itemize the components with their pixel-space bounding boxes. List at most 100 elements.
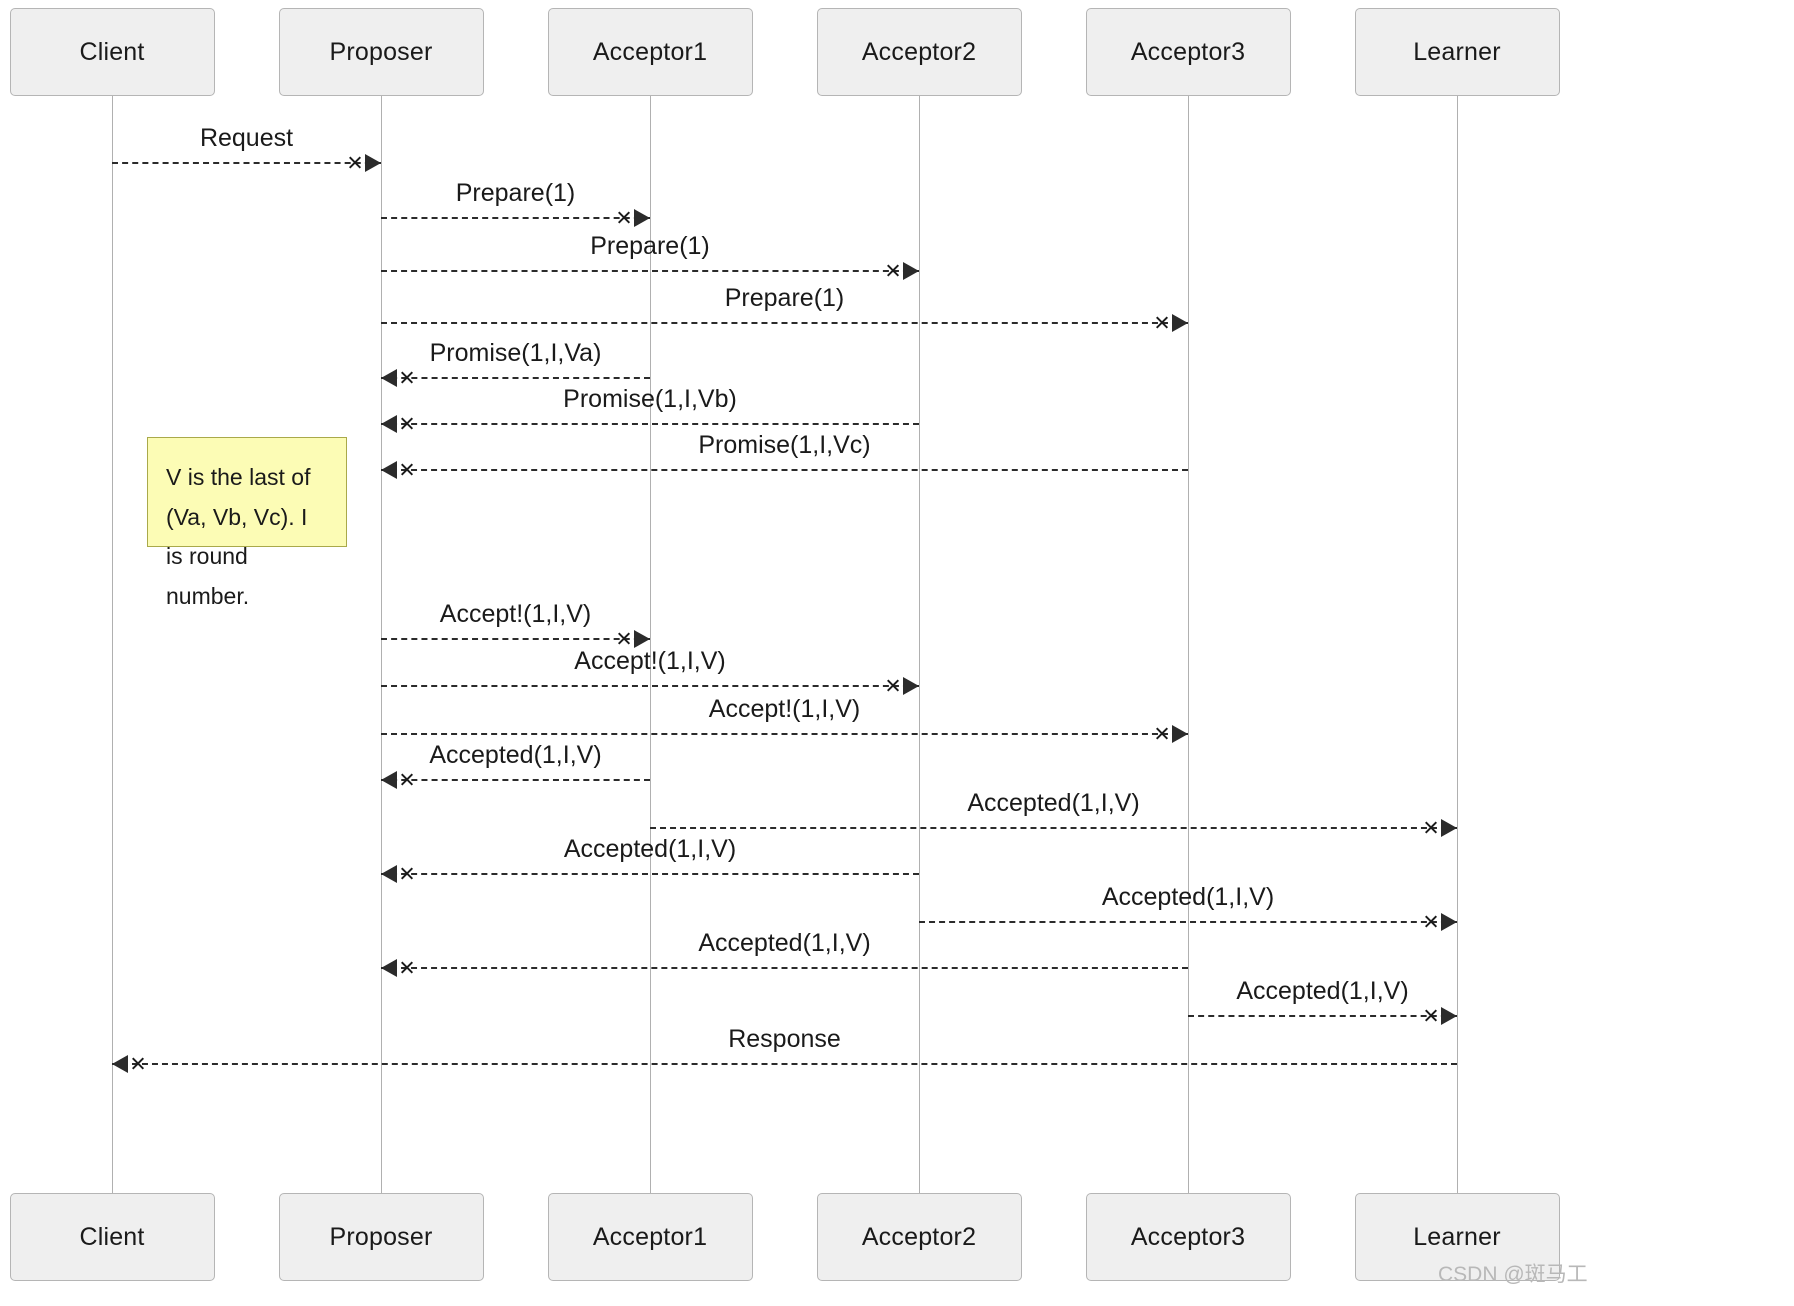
message-label: Promise(1,I,Vc) — [698, 431, 871, 459]
message-line — [112, 1063, 1457, 1065]
message-label: Accept!(1,I,V) — [708, 695, 861, 723]
actor-label: Client — [79, 1222, 145, 1251]
message-line — [381, 733, 1188, 735]
message-line — [381, 779, 650, 781]
message-line — [1188, 1015, 1457, 1017]
actor-label: Proposer — [329, 37, 433, 66]
arrow-head-icon — [381, 369, 397, 387]
message-x-marker-icon: × — [885, 670, 901, 701]
note-text: V is the last of (Va, Vb, Vc). I is roun… — [166, 464, 311, 609]
message-x-marker-icon: × — [1423, 906, 1439, 937]
message-x-marker-icon: × — [399, 764, 415, 795]
message-line — [381, 377, 650, 379]
message-line — [381, 685, 919, 687]
message-line — [919, 921, 1457, 923]
watermark-label: CSDN @斑马工 — [1438, 1263, 1588, 1286]
lifeline-acceptor2 — [919, 96, 920, 1193]
actor-label: Acceptor1 — [592, 37, 708, 66]
message-x-marker-icon: × — [885, 255, 901, 286]
message-label: Promise(1,I,Vb) — [563, 385, 737, 413]
message-line — [650, 827, 1457, 829]
arrow-head-icon — [903, 677, 919, 695]
actor-acceptor3-header[interactable]: Acceptor3 — [1085, 8, 1291, 96]
message-label: Accepted(1,I,V) — [563, 835, 737, 863]
actor-label: Acceptor2 — [861, 1222, 977, 1251]
actor-learner-footer[interactable]: Learner — [1354, 1193, 1560, 1281]
message-label: Prepare(1) — [590, 232, 710, 260]
message-label: Accepted(1,I,V) — [1236, 977, 1409, 1005]
message-label: Prepare(1) — [724, 284, 845, 312]
message-x-marker-icon: × — [1423, 812, 1439, 843]
message-x-marker-icon: × — [1154, 718, 1170, 749]
message-x-marker-icon: × — [616, 623, 632, 654]
arrow-head-icon — [112, 1055, 128, 1073]
message-label: Accept!(1,I,V) — [574, 647, 726, 675]
arrow-head-icon — [381, 771, 397, 789]
message-x-marker-icon: × — [1154, 307, 1170, 338]
message-line — [381, 270, 919, 272]
lifeline-client — [112, 96, 113, 1193]
arrow-head-icon — [1172, 725, 1188, 743]
arrow-head-icon — [1172, 314, 1188, 332]
message-x-marker-icon: × — [399, 408, 415, 439]
actor-acceptor2-header[interactable]: Acceptor2 — [816, 8, 1022, 96]
actor-acceptor1-header[interactable]: Acceptor1 — [547, 8, 753, 96]
actor-acceptor2-footer[interactable]: Acceptor2 — [816, 1193, 1022, 1281]
actor-proposer-header[interactable]: Proposer — [278, 8, 484, 96]
message-label: Prepare(1) — [455, 179, 576, 207]
arrow-head-icon — [381, 461, 397, 479]
message-label: Request — [199, 124, 294, 152]
arrow-head-icon — [381, 959, 397, 977]
message-x-marker-icon: × — [130, 1048, 146, 1079]
actor-client-header[interactable]: Client — [9, 8, 215, 96]
message-label: Promise(1,I,Va) — [429, 339, 602, 367]
message-x-marker-icon: × — [1423, 1000, 1439, 1031]
note-box: V is the last of (Va, Vb, Vc). I is roun… — [147, 437, 347, 609]
message-x-marker-icon: × — [616, 202, 632, 233]
message-line — [381, 423, 919, 425]
lifeline-learner — [1457, 96, 1458, 1193]
actor-client-footer[interactable]: Client — [9, 1193, 215, 1281]
actor-label: Client — [79, 37, 145, 66]
actor-label: Acceptor2 — [861, 37, 977, 66]
message-x-marker-icon: × — [399, 952, 415, 983]
lifeline-proposer — [381, 96, 382, 1193]
message-label: Accepted(1,I,V) — [1101, 883, 1275, 911]
message-line — [381, 638, 650, 640]
actor-acceptor3-footer[interactable]: Acceptor3 — [1085, 1193, 1291, 1281]
message-label: Accepted(1,I,V) — [967, 789, 1140, 817]
actor-label: Acceptor3 — [1130, 1222, 1246, 1251]
lifeline-acceptor1 — [650, 96, 651, 1193]
arrow-head-icon — [634, 630, 650, 648]
actor-label: Acceptor3 — [1130, 37, 1246, 66]
message-label: Response — [728, 1025, 841, 1053]
message-line — [381, 873, 919, 875]
actor-learner-header[interactable]: Learner — [1354, 8, 1560, 96]
actor-label: Proposer — [329, 1222, 433, 1251]
arrow-head-icon — [1441, 819, 1457, 837]
message-line — [381, 967, 1188, 969]
message-line — [381, 469, 1188, 471]
actor-acceptor1-footer[interactable]: Acceptor1 — [547, 1193, 753, 1281]
actor-proposer-footer[interactable]: Proposer — [278, 1193, 484, 1281]
message-line — [381, 322, 1188, 324]
actor-label: Learner — [1413, 1222, 1501, 1251]
arrow-head-icon — [365, 154, 381, 172]
message-label: Accepted(1,I,V) — [429, 741, 602, 769]
actor-label: Learner — [1413, 37, 1501, 66]
arrow-head-icon — [381, 865, 397, 883]
message-line — [381, 217, 650, 219]
lifeline-acceptor3 — [1188, 96, 1189, 1193]
message-x-marker-icon: × — [399, 362, 415, 393]
message-line — [112, 162, 381, 164]
message-label: Accept!(1,I,V) — [439, 600, 592, 628]
arrow-head-icon — [1441, 913, 1457, 931]
message-x-marker-icon: × — [399, 858, 415, 889]
arrow-head-icon — [634, 209, 650, 227]
arrow-head-icon — [1441, 1007, 1457, 1025]
message-x-marker-icon: × — [347, 147, 363, 178]
message-x-marker-icon: × — [399, 454, 415, 485]
actor-label: Acceptor1 — [592, 1222, 708, 1251]
arrow-head-icon — [381, 415, 397, 433]
